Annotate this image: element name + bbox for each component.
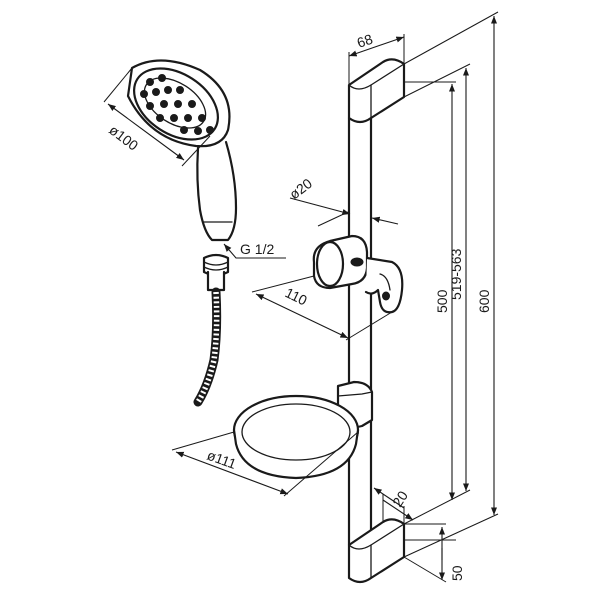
dimension-bar-width: 68 [348, 31, 405, 85]
dimension-total-height: 600 [403, 11, 499, 558]
dimension-label: ø100 [106, 122, 141, 154]
dimension-label: 110 [283, 284, 310, 308]
dimension-label: 600 [476, 289, 492, 313]
dimension-wall-offset: 20 [373, 487, 414, 524]
dimension-label: 20 [389, 488, 411, 510]
dimension-label: ø111 [205, 447, 239, 472]
dimension-label: 68 [355, 31, 375, 51]
dimension-thread: G 1/2 [223, 241, 286, 259]
dimension-label: 50 [449, 565, 465, 581]
hand-shower-holder [312, 234, 404, 314]
hand-shower [126, 59, 238, 242]
dimension-bracket-height: 50 [403, 523, 465, 583]
dimension-bracket-spacing: 500 [404, 81, 456, 541]
dimension-bar-diameter: ø20 [286, 175, 399, 227]
dimension-label: 500 [434, 289, 450, 313]
dimension-label: 519-563 [448, 248, 464, 300]
shower-hose [193, 253, 230, 407]
dimension-label: G 1/2 [240, 241, 274, 257]
